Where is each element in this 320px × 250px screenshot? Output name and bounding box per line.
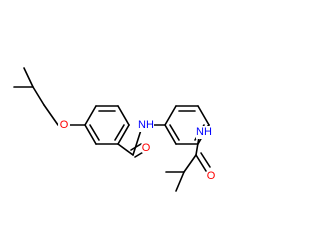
b-r1-3	[117, 105, 130, 126]
amide-nh-2-label: NH	[196, 126, 212, 138]
b-r1-d2	[114, 124, 125, 141]
carbonyl-oxygen-2-label: O	[207, 170, 216, 182]
ether-oxygen-label: O	[60, 119, 69, 131]
b-r1-1	[84, 105, 97, 126]
b-cco2-o	[195, 154, 207, 172]
amide-nh-1-label: NH	[138, 119, 154, 131]
b-ring1-cco	[117, 143, 134, 156]
b-cco2-ch	[183, 154, 197, 173]
structure-canvas: O O NH NH O	[13, 67, 217, 192]
bond-layer	[13, 67, 211, 192]
b-r2-1	[164, 105, 177, 126]
ether-oxygen-atom: O	[58, 119, 70, 131]
carbonyl-oxygen-2-atom: O	[205, 170, 217, 182]
b-ch2-ch3-b	[175, 171, 185, 192]
b-r2-d3	[169, 124, 180, 141]
b-r1-d3	[89, 124, 100, 141]
molecule-structure: O O NH NH O	[13, 67, 217, 192]
b-r2-3	[197, 105, 210, 126]
amide-nh-1-atom: NH	[138, 119, 154, 132]
carbonyl-oxygen-1-atom: O	[140, 142, 152, 154]
b-r1-4	[117, 124, 130, 145]
b-r2-6	[164, 124, 177, 145]
b-nh2-cco	[195, 136, 200, 156]
b-ch3-top-ch	[23, 67, 34, 88]
atom-label-layer: O O NH NH O	[58, 119, 217, 182]
carbonyl-oxygen-1-label: O	[142, 142, 151, 154]
b-r1-6	[84, 124, 97, 145]
amide-nh-2-atom: NH	[196, 126, 212, 139]
b-ch-ch2	[32, 86, 45, 106]
b-ch2-o	[43, 104, 59, 126]
b-cco-nh	[132, 129, 142, 156]
b-cco2-o-2	[200, 152, 211, 168]
